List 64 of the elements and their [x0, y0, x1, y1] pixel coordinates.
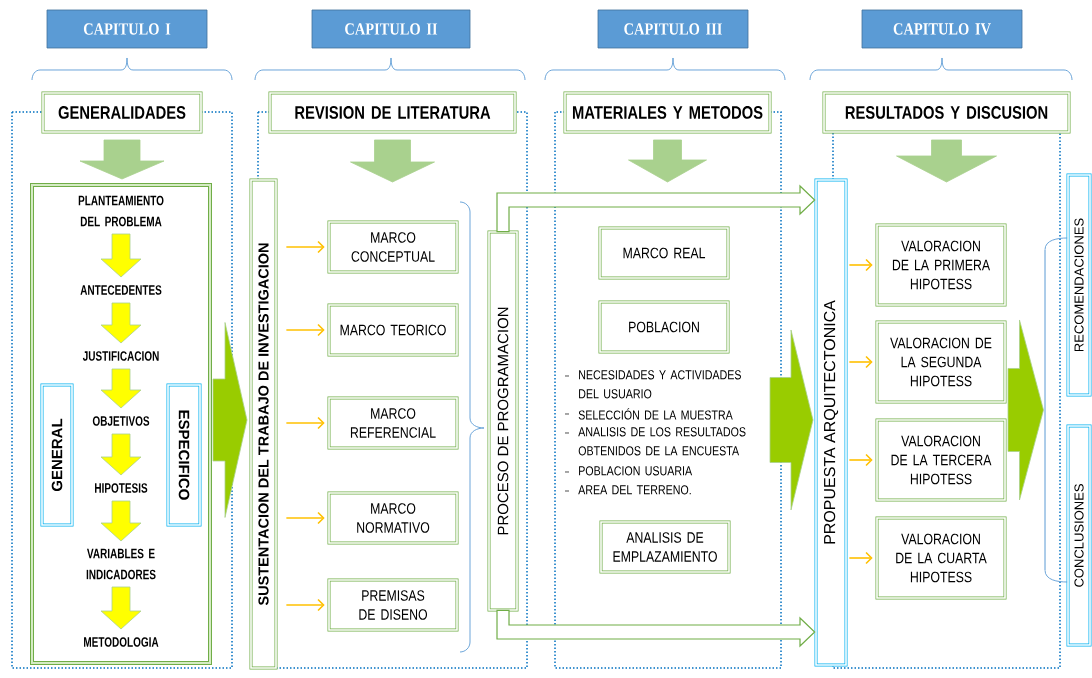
- arrow: [848, 453, 873, 467]
- hollow-arrow: [496, 184, 816, 233]
- arrow: [848, 551, 873, 565]
- list-item: AREA DEL TERRENO.: [564, 485, 691, 495]
- process-box: VALORACION DE LA PRIMERA HIPOTESS: [875, 223, 1007, 307]
- hollow-arrow: [496, 609, 816, 648]
- section-header-box: MATERIALES Y METODOS: [563, 91, 772, 134]
- list-item: NECESIDADES Y ACTIVIDADES DEL USUARIO: [564, 370, 741, 399]
- block-arrow: [100, 368, 142, 409]
- process-box: MARCO CONCEPTUAL: [327, 220, 459, 274]
- arrow: [848, 258, 873, 272]
- vertical-label-box: ESPECIFICO: [166, 383, 202, 527]
- block-arrow: [100, 586, 142, 630]
- section-header-box: GENERALIDADES: [41, 91, 203, 134]
- arrow: [285, 240, 325, 254]
- block-arrow: [350, 139, 435, 183]
- chapter-box: CAPITULO II: [311, 9, 471, 49]
- block-arrow: [79, 139, 165, 180]
- arrow: [285, 323, 325, 337]
- arrow: [285, 416, 325, 430]
- process-box: MARCO REFERENCIAL: [327, 396, 459, 450]
- block-arrow: [100, 302, 142, 344]
- bracket-arm: [1044, 569, 1068, 583]
- vertical-label-box: SUSTENTACION DEL TRABAJO DE INVESTIGACION: [249, 178, 278, 670]
- arrow: [285, 511, 325, 525]
- list-item: ANALISIS DE LOS RESULTADOS OBTENIDOS DE LA ENCUESTA: [564, 427, 746, 456]
- step-text: HIPOTESIS: [95, 483, 148, 493]
- process-box: MARCO TEORICO: [327, 303, 459, 357]
- step-text: ANTECEDENTES: [80, 285, 162, 295]
- bracket-arm: [1044, 237, 1068, 251]
- step-text: PLANTEAMIENTO DEL PROBLEMA: [78, 195, 164, 227]
- block-arrow: [1007, 319, 1044, 501]
- process-box: ANALISIS DE EMPLAZAMIENTO: [599, 520, 731, 574]
- section-header-box: RESULTADOS Y DISCUSION: [822, 91, 1071, 134]
- process-box: MARCO REAL: [598, 226, 730, 280]
- block-arrow: [100, 433, 142, 476]
- list-item: POBLACION USUARIA: [564, 466, 693, 476]
- block-arrow: [100, 500, 142, 542]
- list-item: SELECCIÓN DE LA MUESTRA: [564, 408, 733, 420]
- process-box: POBLACION: [598, 300, 730, 354]
- process-box: VALORACION DE LA TERCERA HIPOTESS: [875, 418, 1007, 502]
- block-arrow: [628, 139, 707, 183]
- arrow: [285, 598, 325, 612]
- step-text: JUSTIFICACION: [82, 351, 159, 361]
- process-box: MARCO NORMATIVO: [327, 491, 459, 545]
- chapter-box: CAPITULO I: [46, 9, 208, 49]
- chapter-box: CAPITULO IV: [861, 9, 1023, 49]
- vertical-label-box: PROPUESTA ARQUITECTONICA: [814, 178, 848, 667]
- vertical-label-box: PROCESO DE PROGRAMACION: [487, 230, 519, 612]
- process-box: VALORACION DE LA CUARTA HIPOTESS: [875, 516, 1007, 600]
- vertical-label-box: GENERAL: [40, 383, 74, 527]
- bracket-line: [1044, 250, 1046, 570]
- chapter-box: CAPITULO III: [597, 9, 749, 49]
- block-arrow: [896, 139, 997, 183]
- section-header-box: REVISION DE LITERATURA: [268, 91, 517, 134]
- process-box: VALORACION DE LA SEGUNDA HIPOTESS: [875, 320, 1007, 404]
- step-text: OBJETIVOS: [92, 416, 150, 426]
- vertical-label-box: RECOMENDACIONES: [1066, 173, 1092, 397]
- arrow: [848, 355, 873, 369]
- vertical-label-box: CONCLUSIONES: [1066, 424, 1092, 647]
- step-text: VARIABLES E INDICADORES: [86, 548, 156, 580]
- step-text: METODOLOGIA: [84, 637, 159, 647]
- block-arrow: [100, 233, 142, 278]
- process-box: PREMISAS DE DISENO: [327, 578, 459, 632]
